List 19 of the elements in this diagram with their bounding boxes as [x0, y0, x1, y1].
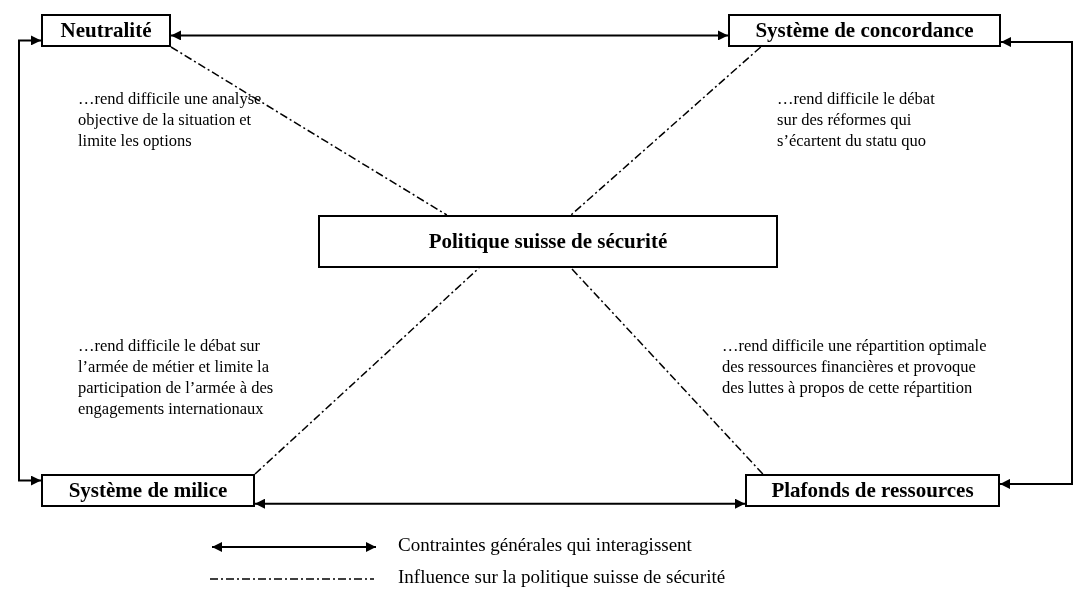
influence-line	[570, 46, 762, 216]
influence-line	[254, 267, 480, 475]
influence-line	[570, 267, 764, 475]
influence-line	[170, 46, 448, 216]
edge-label: …rend difficile une analyse objective de la situation et limite les options	[78, 88, 263, 151]
double-arrow	[999, 37, 1073, 489]
edge-label: …rend difficile le débat sur des réformes qui s’écartent du statu quo	[777, 88, 936, 151]
policy-box: Politique suisse de sécurité	[318, 215, 778, 268]
constraint-box: Neutralité	[41, 14, 171, 47]
double-arrow	[170, 30, 729, 41]
constraint-box: Plafonds de ressources	[745, 474, 1000, 507]
constraint-box: Système de milice	[41, 474, 255, 507]
legend-text: Influence sur la politique suisse de sécurité	[398, 566, 726, 588]
constraint-box: Système de concordance	[728, 14, 1001, 47]
double-arrow	[254, 498, 746, 509]
double-arrow	[18, 35, 42, 486]
edge-label: …rend difficile le débat sur l’armée de métier et limite la participation de l’armée à des engagements internationaux	[78, 335, 275, 419]
edge-label: …rend difficile une répartition optimale des ressources financières et provoque des luttes à propos de cette répartition	[722, 335, 988, 398]
legend-text: Contraintes générales qui interagissent	[398, 534, 692, 556]
